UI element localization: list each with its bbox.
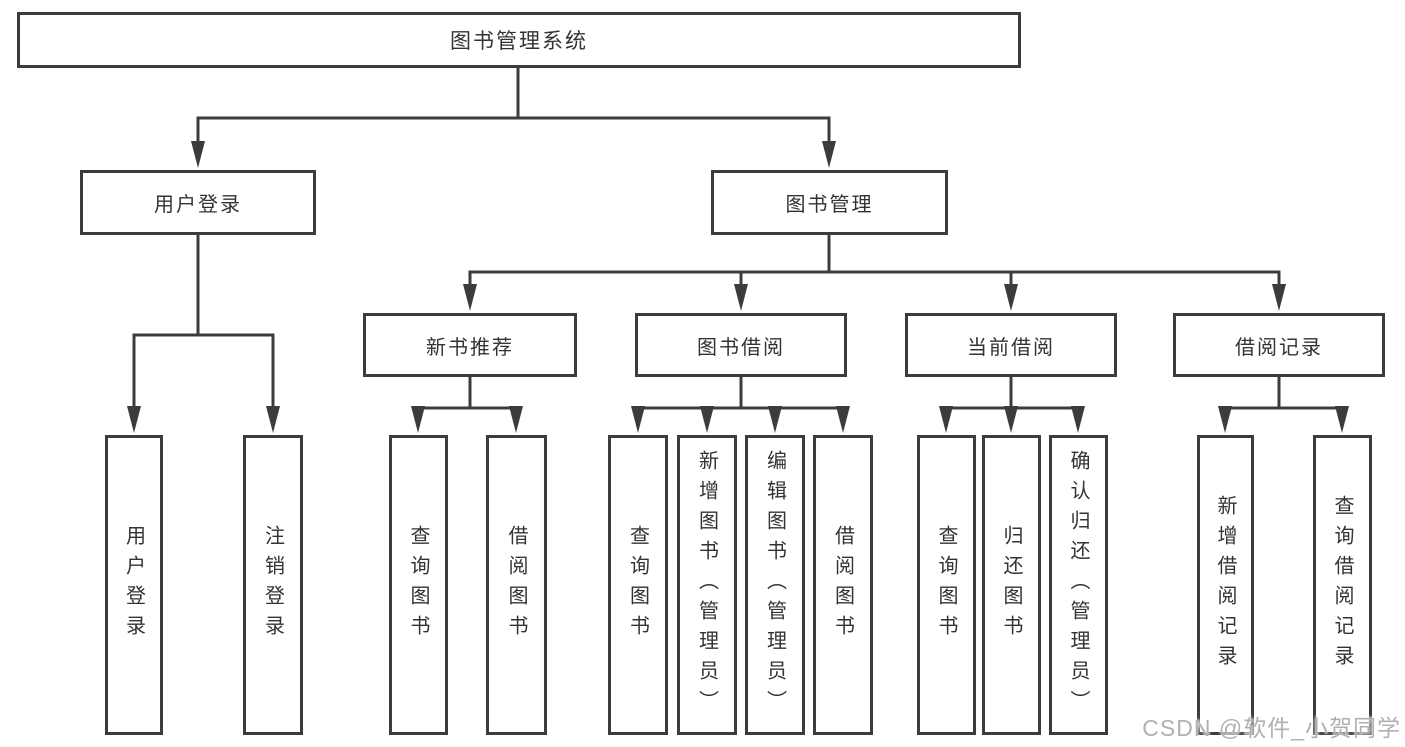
node-leaf-confirm-return-admin: 确认归还（管理员） (1049, 435, 1108, 735)
node-leaf-user-login: 用户登录 (105, 435, 163, 735)
node-book-management: 图书管理 (711, 170, 948, 235)
node-leaf-query-books-current: 查询图书 (917, 435, 976, 735)
node-leaf-add-books-admin: 新增图书（管理员） (677, 435, 737, 735)
node-leaf-borrow-books-borrow: 借阅图书 (813, 435, 873, 735)
node-current-borrow: 当前借阅 (905, 313, 1117, 377)
node-user-login: 用户登录 (80, 170, 316, 235)
node-leaf-add-borrow-record: 新增借阅记录 (1197, 435, 1254, 735)
node-book-borrow: 图书借阅 (635, 313, 847, 377)
node-leaf-return-books: 归还图书 (982, 435, 1041, 735)
node-leaf-edit-books-admin: 编辑图书（管理员） (745, 435, 805, 735)
node-library-management-system: 图书管理系统 (17, 12, 1021, 68)
node-leaf-query-books-borrow: 查询图书 (608, 435, 668, 735)
node-leaf-query-books-recommend: 查询图书 (389, 435, 448, 735)
node-leaf-query-borrow-record: 查询借阅记录 (1313, 435, 1372, 735)
node-leaf-logout: 注销登录 (243, 435, 303, 735)
node-new-book-recommend: 新书推荐 (363, 313, 577, 377)
node-leaf-borrow-books-recommend: 借阅图书 (486, 435, 547, 735)
node-borrow-record: 借阅记录 (1173, 313, 1385, 377)
